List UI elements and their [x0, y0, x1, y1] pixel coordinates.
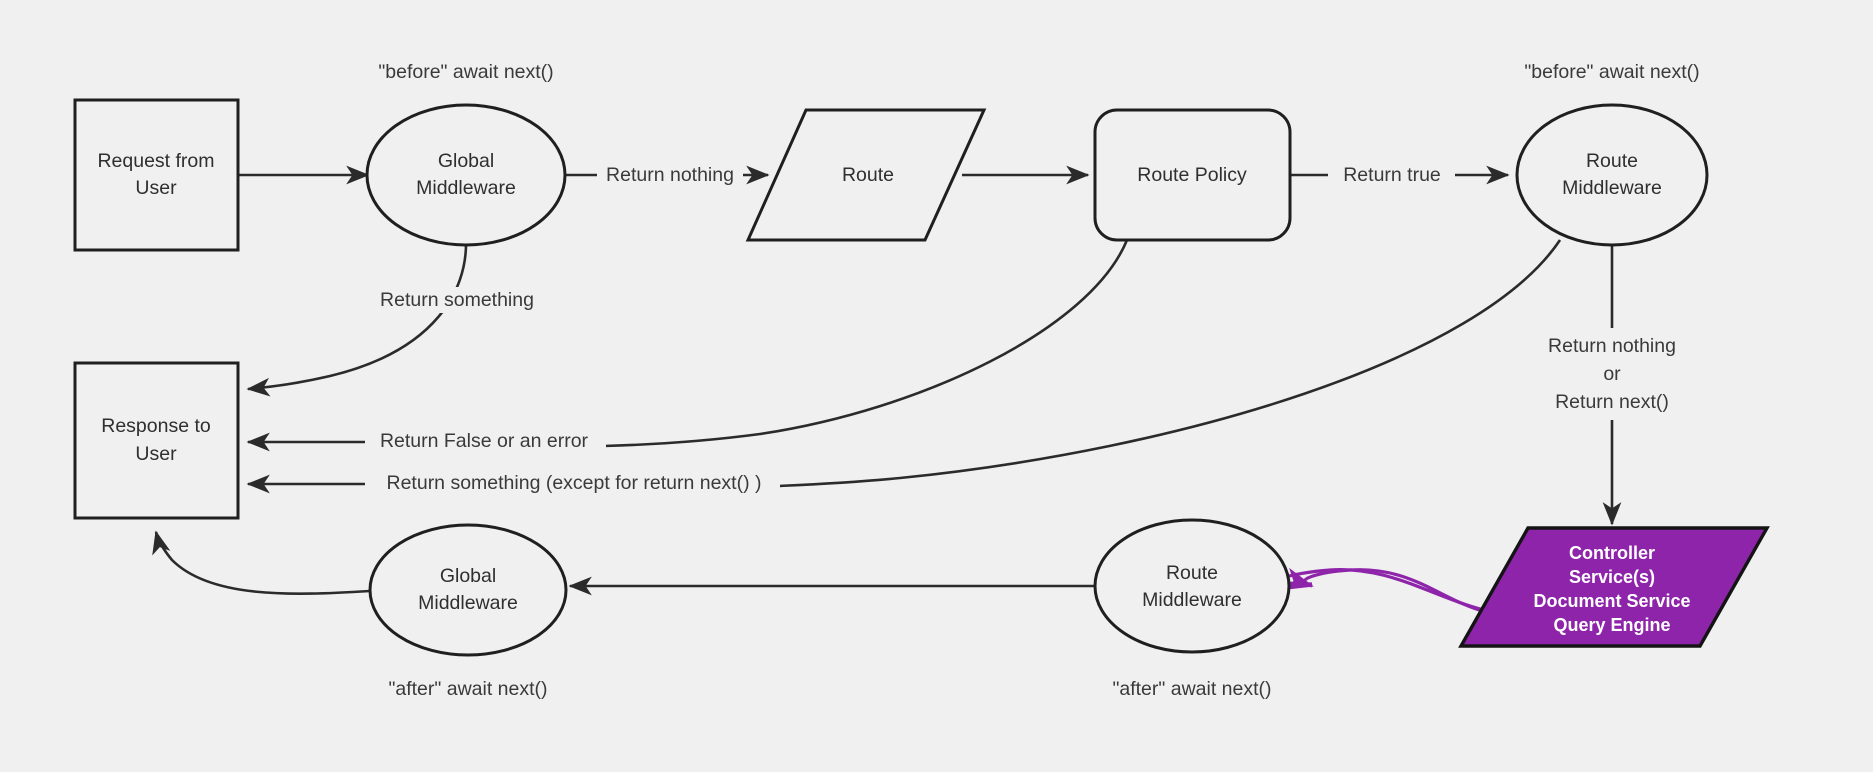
node-route-middleware-before[interactable]	[1515, 103, 1709, 247]
node-global-middleware-before[interactable]	[365, 103, 567, 247]
edge-label-return-something-except: Return something (except for return next…	[387, 472, 762, 494]
node-route-label: Route	[842, 164, 894, 186]
node-global-middleware-after-label-line2: Middleware	[418, 592, 518, 614]
edge-label-return-something: Return something	[380, 289, 534, 311]
edge-label-return-nothing-or-next-line2: or	[1603, 363, 1621, 385]
node-route-policy-label: Route Policy	[1137, 164, 1247, 186]
node-response-to-user-label-line2: User	[135, 443, 177, 465]
annotation-after-await-next-right: "after" await next()	[1112, 678, 1271, 700]
node-request-from-user[interactable]	[73, 98, 240, 252]
annotation-before-await-next-left: "before" await next()	[378, 61, 553, 83]
edge-label-return-nothing-or-next-line1: Return nothing	[1548, 335, 1676, 357]
edge-route-middleware-return-something	[777, 239, 1562, 488]
node-route-middleware-after-label-line2: Middleware	[1142, 589, 1242, 611]
edge-route-policy-return-false	[603, 239, 1129, 448]
label-bg-return-false-error	[366, 429, 606, 455]
annotation-before-await-next-right: "before" await next()	[1524, 61, 1699, 83]
label-bg-return-true	[1330, 162, 1454, 188]
node-response-to-user[interactable]	[73, 361, 240, 520]
edge-global-middleware-return-something	[246, 243, 468, 397]
node-controller-label-line1: Controller	[1569, 543, 1655, 563]
node-route-middleware-before-label-line2: Middleware	[1562, 177, 1662, 199]
label-bg-return-nothing	[597, 162, 743, 188]
node-controller-services[interactable]	[1458, 526, 1770, 648]
node-route-policy[interactable]	[1093, 108, 1292, 242]
node-route-middleware-after[interactable]	[1093, 518, 1291, 654]
node-global-middleware-after-label-line1: Global	[440, 565, 496, 587]
edge-label-return-nothing-or-next-line3: Return next()	[1555, 391, 1669, 413]
node-request-from-user-label-line1: Request from	[97, 150, 214, 172]
edge-global-after-to-response	[152, 530, 371, 595]
annotation-after-await-next-left: "after" await next()	[388, 678, 547, 700]
edge-label-return-false-or-error: Return False or an error	[380, 430, 589, 452]
node-controller-label-line2: Service(s)	[1569, 567, 1655, 587]
node-controller-label-line4: Query Engine	[1553, 615, 1670, 635]
node-route-middleware-after-label-line1: Route	[1166, 562, 1218, 584]
node-request-from-user-label-line2: User	[135, 177, 177, 199]
label-bg-return-something-except	[366, 471, 780, 497]
edge-label-return-nothing: Return nothing	[606, 164, 734, 186]
node-global-middleware-before-label-line2: Middleware	[416, 177, 516, 199]
label-bg-return-nothing-or-next	[1505, 328, 1719, 420]
node-response-to-user-label-line1: Response to	[101, 415, 211, 437]
node-global-middleware-after[interactable]	[368, 523, 568, 657]
label-bg-return-something	[364, 287, 540, 313]
node-route[interactable]	[745, 108, 987, 242]
edge-label-return-true: Return true	[1343, 164, 1441, 186]
edge-controller-purple-arrow	[1283, 567, 1487, 614]
node-global-middleware-before-label-line1: Global	[438, 150, 494, 172]
node-controller-label-line3: Document Service	[1533, 591, 1690, 611]
node-route-middleware-before-label-line1: Route	[1586, 150, 1638, 172]
